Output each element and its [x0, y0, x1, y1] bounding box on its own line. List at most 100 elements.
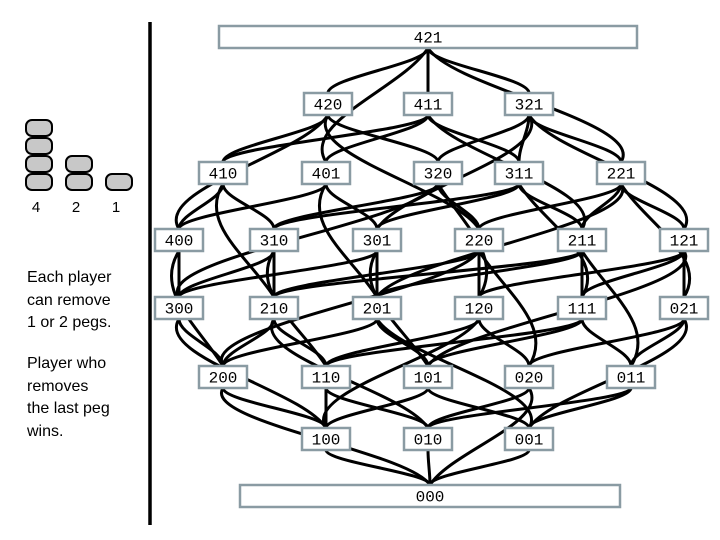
- edge-310-300: [177, 249, 276, 299]
- edge-111-110: [324, 317, 584, 368]
- edge-211-210: [272, 249, 584, 299]
- state-node-211: 211: [556, 227, 608, 253]
- state-node-410: 410: [197, 160, 249, 186]
- win-line: the last peg: [27, 400, 110, 417]
- state-node-411: 411: [402, 91, 454, 117]
- peg: [25, 137, 53, 155]
- state-node-011: 011: [605, 364, 657, 390]
- edge-411-401: [324, 113, 430, 164]
- state-node-020: 020: [503, 364, 555, 390]
- state-node-221: 221: [595, 160, 647, 186]
- state-label: 401: [312, 166, 341, 184]
- state-node-121: 121: [658, 227, 710, 253]
- state-node-401: 401: [300, 160, 352, 186]
- peg-pile-1: 1: [105, 173, 133, 216]
- edge-021-011: [629, 317, 686, 368]
- state-label: 420: [314, 97, 343, 115]
- win-condition-text: Player who removes the last peg wins.: [27, 353, 147, 443]
- rules-line: 1 or 2 pegs.: [27, 314, 112, 331]
- state-label: 000: [416, 489, 445, 507]
- state-node-310: 310: [248, 227, 300, 253]
- edge-100-000: [324, 448, 432, 487]
- edge-421-420: [326, 46, 430, 95]
- state-label: 400: [165, 233, 194, 251]
- peg: [25, 119, 53, 137]
- edge-001-000: [428, 448, 531, 487]
- edge-321-301: [375, 113, 534, 231]
- state-node-321: 321: [503, 91, 555, 117]
- state-label: 210: [260, 301, 289, 319]
- edge-420-320: [326, 113, 440, 164]
- state-node-120: 120: [453, 295, 505, 321]
- state-node-400: 400: [153, 227, 205, 253]
- edge-221-211: [580, 182, 623, 231]
- state-node-311: 311: [493, 160, 545, 186]
- pile-count-label: 1: [112, 199, 120, 216]
- state-label: 121: [670, 233, 699, 251]
- edge-411-410: [221, 113, 430, 164]
- edge-221-220: [477, 182, 623, 231]
- state-label: 101: [414, 370, 443, 388]
- edge-410-210: [215, 182, 276, 299]
- rules-text: Each player can remove 1 or 2 pegs.: [27, 267, 147, 335]
- win-line: Player who: [27, 355, 107, 372]
- edge-401-201: [318, 182, 379, 299]
- state-label: 311: [505, 166, 534, 184]
- state-label: 300: [165, 301, 194, 319]
- state-node-421: 421: [217, 24, 639, 50]
- state-node-100: 100: [300, 426, 352, 452]
- state-node-320: 320: [412, 160, 464, 186]
- edge-301-300: [177, 249, 379, 299]
- state-label: 111: [568, 301, 597, 319]
- peg: [105, 173, 133, 191]
- peg-pile-4: 4: [25, 119, 53, 216]
- peg-pile-2: 2: [65, 155, 93, 216]
- state-node-021: 021: [658, 295, 710, 321]
- peg-piles: 4 2 1: [25, 119, 133, 216]
- edge-200-100: [221, 386, 328, 430]
- edge-311-310: [272, 182, 521, 231]
- state-node-300: 300: [153, 295, 205, 321]
- rules-line: can remove: [27, 291, 111, 309]
- state-label: 011: [617, 370, 646, 388]
- peg: [25, 173, 53, 191]
- move-edges: [169, 46, 692, 487]
- state-label: 411: [414, 97, 443, 115]
- state-label: 410: [209, 166, 238, 184]
- edge-201-200: [221, 317, 379, 368]
- state-node-420: 420: [302, 91, 354, 117]
- edge-221-201: [375, 182, 625, 299]
- state-node-101: 101: [402, 364, 454, 390]
- state-node-110: 110: [300, 364, 352, 390]
- edge-021-020: [527, 317, 686, 368]
- state-node-010: 010: [402, 426, 454, 452]
- state-label: 320: [424, 166, 453, 184]
- edge-321-320: [436, 113, 531, 164]
- edge-211-011: [580, 249, 640, 368]
- state-label: 021: [670, 301, 699, 319]
- state-label: 010: [414, 432, 443, 450]
- peg: [65, 173, 93, 191]
- state-node-210: 210: [248, 295, 300, 321]
- state-node-200: 200: [197, 364, 249, 390]
- state-node-201: 201: [351, 295, 403, 321]
- state-node-220: 220: [453, 227, 505, 253]
- state-label: 321: [515, 97, 544, 115]
- edge-420-220: [323, 113, 481, 231]
- state-label: 100: [312, 432, 341, 450]
- state-label: 221: [607, 166, 636, 184]
- edge-101-100: [324, 386, 430, 430]
- edge-401-400: [177, 182, 328, 231]
- peg: [65, 155, 93, 173]
- edge-121-120: [477, 249, 686, 299]
- win-line: wins.: [27, 422, 64, 440]
- state-label: 020: [515, 370, 544, 388]
- edge-220-020: [477, 249, 538, 368]
- state-label: 211: [568, 233, 597, 251]
- state-node-001: 001: [503, 426, 555, 452]
- state-label: 110: [312, 370, 341, 388]
- edge-201-001: [375, 317, 533, 430]
- pile-count-label: 4: [32, 199, 40, 216]
